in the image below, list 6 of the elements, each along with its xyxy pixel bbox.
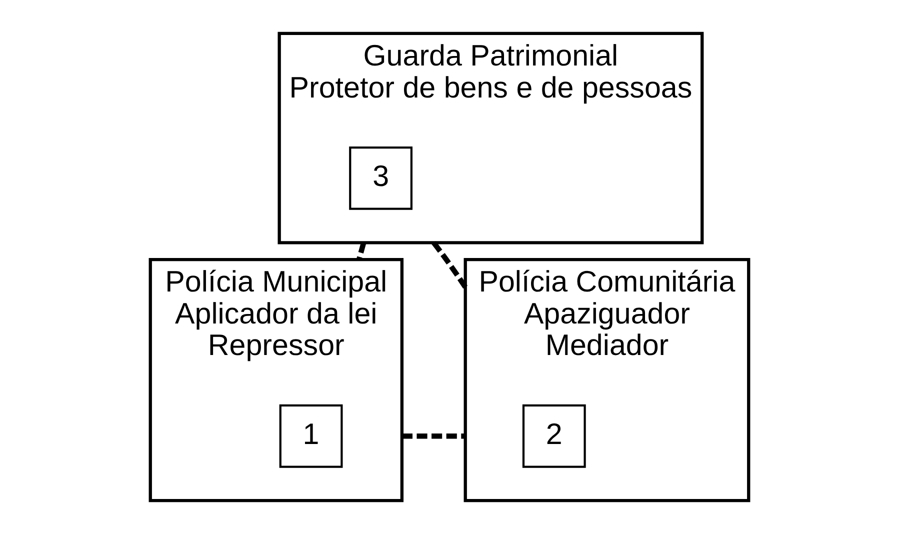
node-box: 3 — [348, 146, 412, 210]
node-box: 1 — [278, 404, 342, 468]
node-box: 2 — [522, 404, 586, 468]
connector — [401, 433, 465, 439]
connector — [356, 242, 366, 260]
connector — [431, 241, 468, 289]
